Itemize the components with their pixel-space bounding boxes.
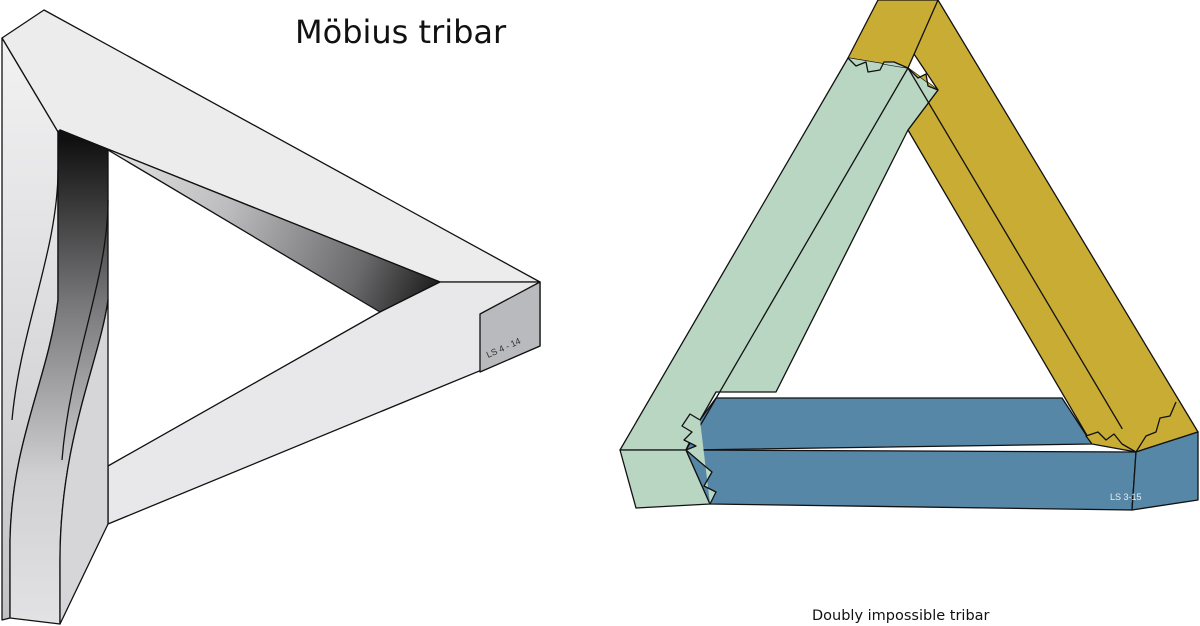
tribar-title: Doubly impossible tribar (812, 608, 990, 624)
doubly-impossible-tribar: LS 3-15 Doubly impossible tribar (619, 0, 1199, 624)
mobius-tribar: LS 4 - 14 Möbius tribar (1, 9, 541, 625)
mobius-twist-line-a (11, 169, 59, 421)
green-bar-face (619, 57, 939, 451)
joint-bottom-right (1085, 401, 1177, 453)
tribar-signature: LS 3-15 (1110, 492, 1142, 502)
joint-top-left (847, 57, 909, 73)
gold-bar-face (877, 0, 1199, 453)
green-bar-edge (685, 67, 909, 451)
blue-bar-front (685, 449, 1137, 511)
mobius-left-inner (59, 299, 109, 625)
joint-bottom-left (681, 413, 717, 505)
mobius-title: Möbius tribar (295, 13, 507, 51)
gold-bar-edge (907, 67, 1137, 453)
blue-bar-end (1131, 431, 1199, 511)
joint-top-right (907, 67, 939, 91)
blue-bar-top (685, 397, 1093, 451)
mobius-twist-line-b (61, 199, 109, 461)
mobius-end-face (479, 281, 541, 373)
